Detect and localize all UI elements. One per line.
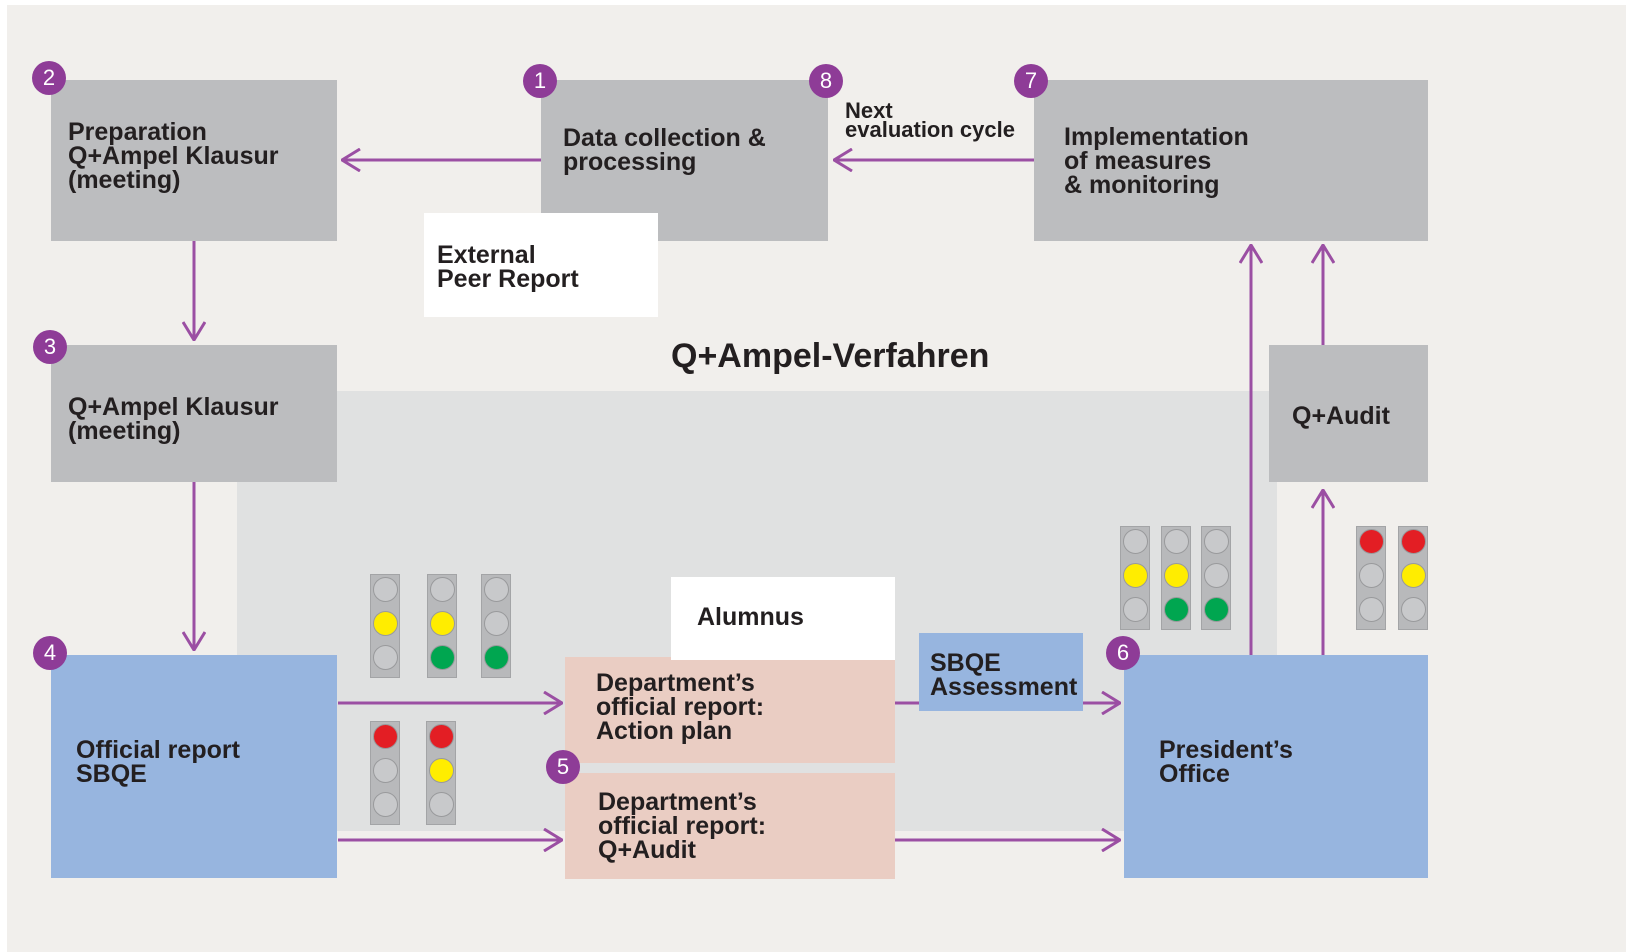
traffic-light [1120, 526, 1150, 630]
node-q-audit-label: Q+Audit [1292, 402, 1390, 430]
traffic-light [481, 574, 511, 678]
traffic-light-lamp-green [1164, 597, 1189, 622]
traffic-light-lamp-red [1401, 529, 1426, 554]
next-evaluation-cycle-label: Next evaluation cycle [845, 98, 1015, 142]
traffic-light-lamp-off [373, 758, 398, 783]
traffic-light-lamp-off [373, 645, 398, 670]
traffic-light [370, 574, 400, 678]
traffic-light-lamp-yellow [373, 611, 398, 636]
traffic-light [1398, 526, 1428, 630]
node-alumnus-label: Alumnus [697, 603, 804, 631]
step-badge-6: 6 [1106, 636, 1140, 670]
node-implementation: Implementation of measures & monitoring [1034, 80, 1428, 241]
traffic-light [427, 574, 457, 678]
traffic-light-lamp-yellow [1164, 563, 1189, 588]
node-official-report: Official report SBQE [51, 655, 337, 878]
node-sbqe-assessment-label: SBQE Assessment [930, 649, 1078, 701]
node-dept-audit: Department’s official report: Q+Audit [565, 773, 895, 879]
step-badge-8: 8 [809, 64, 843, 98]
traffic-light-lamp-off [484, 577, 509, 602]
step-badge-1: 1 [523, 64, 557, 98]
node-klausur: Q+Ampel Klausur (meeting) [51, 345, 337, 482]
traffic-light-lamp-off [1359, 597, 1384, 622]
traffic-light-lamp-off [1359, 563, 1384, 588]
node-dept-action-plan-label: Department’s official report: Action pla… [596, 669, 765, 745]
diagram-title: Q+Ampel-Verfahren [671, 337, 990, 375]
traffic-light-lamp-red [373, 724, 398, 749]
traffic-light-lamp-yellow [429, 758, 454, 783]
node-presidents-office-label: President’s Office [1159, 736, 1293, 788]
step-badge-7: 7 [1014, 64, 1048, 98]
traffic-light-lamp-off [373, 577, 398, 602]
step-badge-2: 2 [32, 61, 66, 95]
step-badge-3: 3 [33, 330, 67, 364]
traffic-light [1201, 526, 1231, 630]
traffic-light-lamp-off [1123, 529, 1148, 554]
node-implementation-label: Implementation of measures & monitoring [1064, 123, 1249, 199]
traffic-light-lamp-off [1204, 563, 1229, 588]
traffic-light [1356, 526, 1386, 630]
traffic-light-lamp-yellow [1401, 563, 1426, 588]
traffic-light-lamp-off [430, 577, 455, 602]
traffic-light-lamp-red [429, 724, 454, 749]
node-dept-audit-label: Department’s official report: Q+Audit [598, 788, 767, 864]
node-preparation-label: Preparation Q+Ampel Klausur (meeting) [68, 118, 279, 194]
traffic-light-lamp-off [429, 792, 454, 817]
node-alumnus: Alumnus [671, 577, 895, 660]
node-data-collection: Data collection & processing [541, 80, 828, 241]
traffic-light-lamp-off [1204, 529, 1229, 554]
step-badge-4: 4 [33, 636, 67, 670]
traffic-light-lamp-off [484, 611, 509, 636]
traffic-light-lamp-yellow [1123, 563, 1148, 588]
traffic-light [1161, 526, 1191, 630]
traffic-light [370, 721, 400, 825]
traffic-light-lamp-yellow [430, 611, 455, 636]
traffic-light-lamp-green [484, 645, 509, 670]
traffic-light-lamp-off [1123, 597, 1148, 622]
node-external-peer-report: External Peer Report [424, 213, 658, 317]
traffic-light-lamp-red [1359, 529, 1384, 554]
traffic-light-lamp-off [1164, 529, 1189, 554]
node-external-peer-report-label: External Peer Report [437, 241, 579, 293]
node-official-report-label: Official report SBQE [76, 736, 240, 788]
node-dept-action-plan: Department’s official report: Action pla… [565, 657, 895, 763]
traffic-light-lamp-green [430, 645, 455, 670]
step-badge-5: 5 [546, 750, 580, 784]
node-data-collection-label: Data collection & processing [563, 124, 766, 176]
node-presidents-office: President’s Office [1124, 655, 1428, 878]
traffic-light-lamp-green [1204, 597, 1229, 622]
traffic-light-lamp-off [373, 792, 398, 817]
node-preparation: Preparation Q+Ampel Klausur (meeting) [51, 80, 337, 241]
node-q-audit: Q+Audit [1269, 345, 1428, 482]
traffic-light [426, 721, 456, 825]
node-sbqe-assessment: SBQE Assessment [919, 633, 1083, 711]
traffic-light-lamp-off [1401, 597, 1426, 622]
node-klausur-label: Q+Ampel Klausur (meeting) [68, 393, 279, 445]
